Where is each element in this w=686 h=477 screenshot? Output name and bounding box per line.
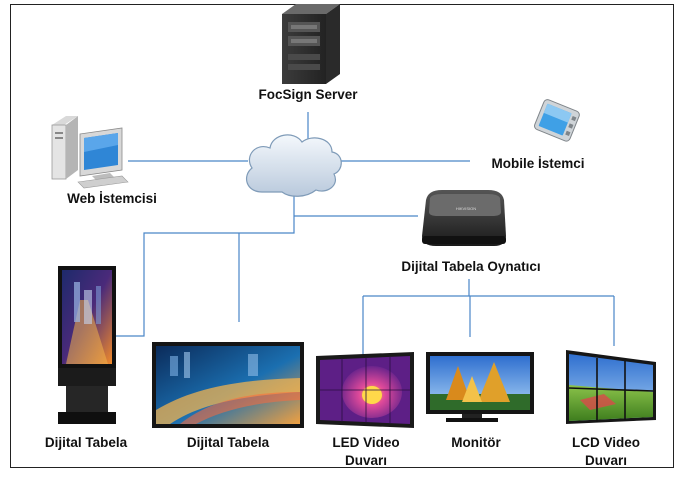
desktop-computer-icon	[51, 116, 129, 189]
player-brand-text: HIKVISION	[456, 206, 476, 211]
wall-display-icon	[152, 342, 304, 428]
led-wall-label-line1: LED Video	[332, 435, 400, 450]
lcd-wall-label-line1: LCD Video	[571, 435, 640, 450]
lcd-video-wall-icon	[566, 350, 656, 424]
mobile-client-label: Mobile İstemci	[491, 156, 585, 171]
lcd-wall-label-line2: Duvarı	[584, 453, 628, 468]
web-client-label: Web İstemcisi	[67, 191, 157, 206]
server-icon	[282, 4, 340, 84]
link-cloud-kiosk	[116, 216, 295, 337]
player-label: Dijital Tabela Oynatıcı	[401, 259, 541, 274]
diagram-frame	[10, 4, 674, 468]
monitor-label: Monitör	[451, 435, 501, 450]
network-links	[116, 112, 615, 355]
player-device-icon: HIKVISION	[422, 190, 506, 246]
kiosk-label: Dijital Tabela	[44, 435, 128, 450]
wall-display-label: Dijital Tabela	[186, 435, 270, 450]
cloud-icon	[245, 134, 342, 197]
led-video-wall-icon	[316, 352, 414, 428]
led-wall-label-line2: Duvarı	[344, 453, 388, 468]
kiosk-display-icon	[58, 266, 116, 424]
mobile-phone-icon	[534, 99, 580, 142]
server-label: FocSign Server	[258, 87, 358, 102]
monitor-icon	[426, 352, 534, 422]
